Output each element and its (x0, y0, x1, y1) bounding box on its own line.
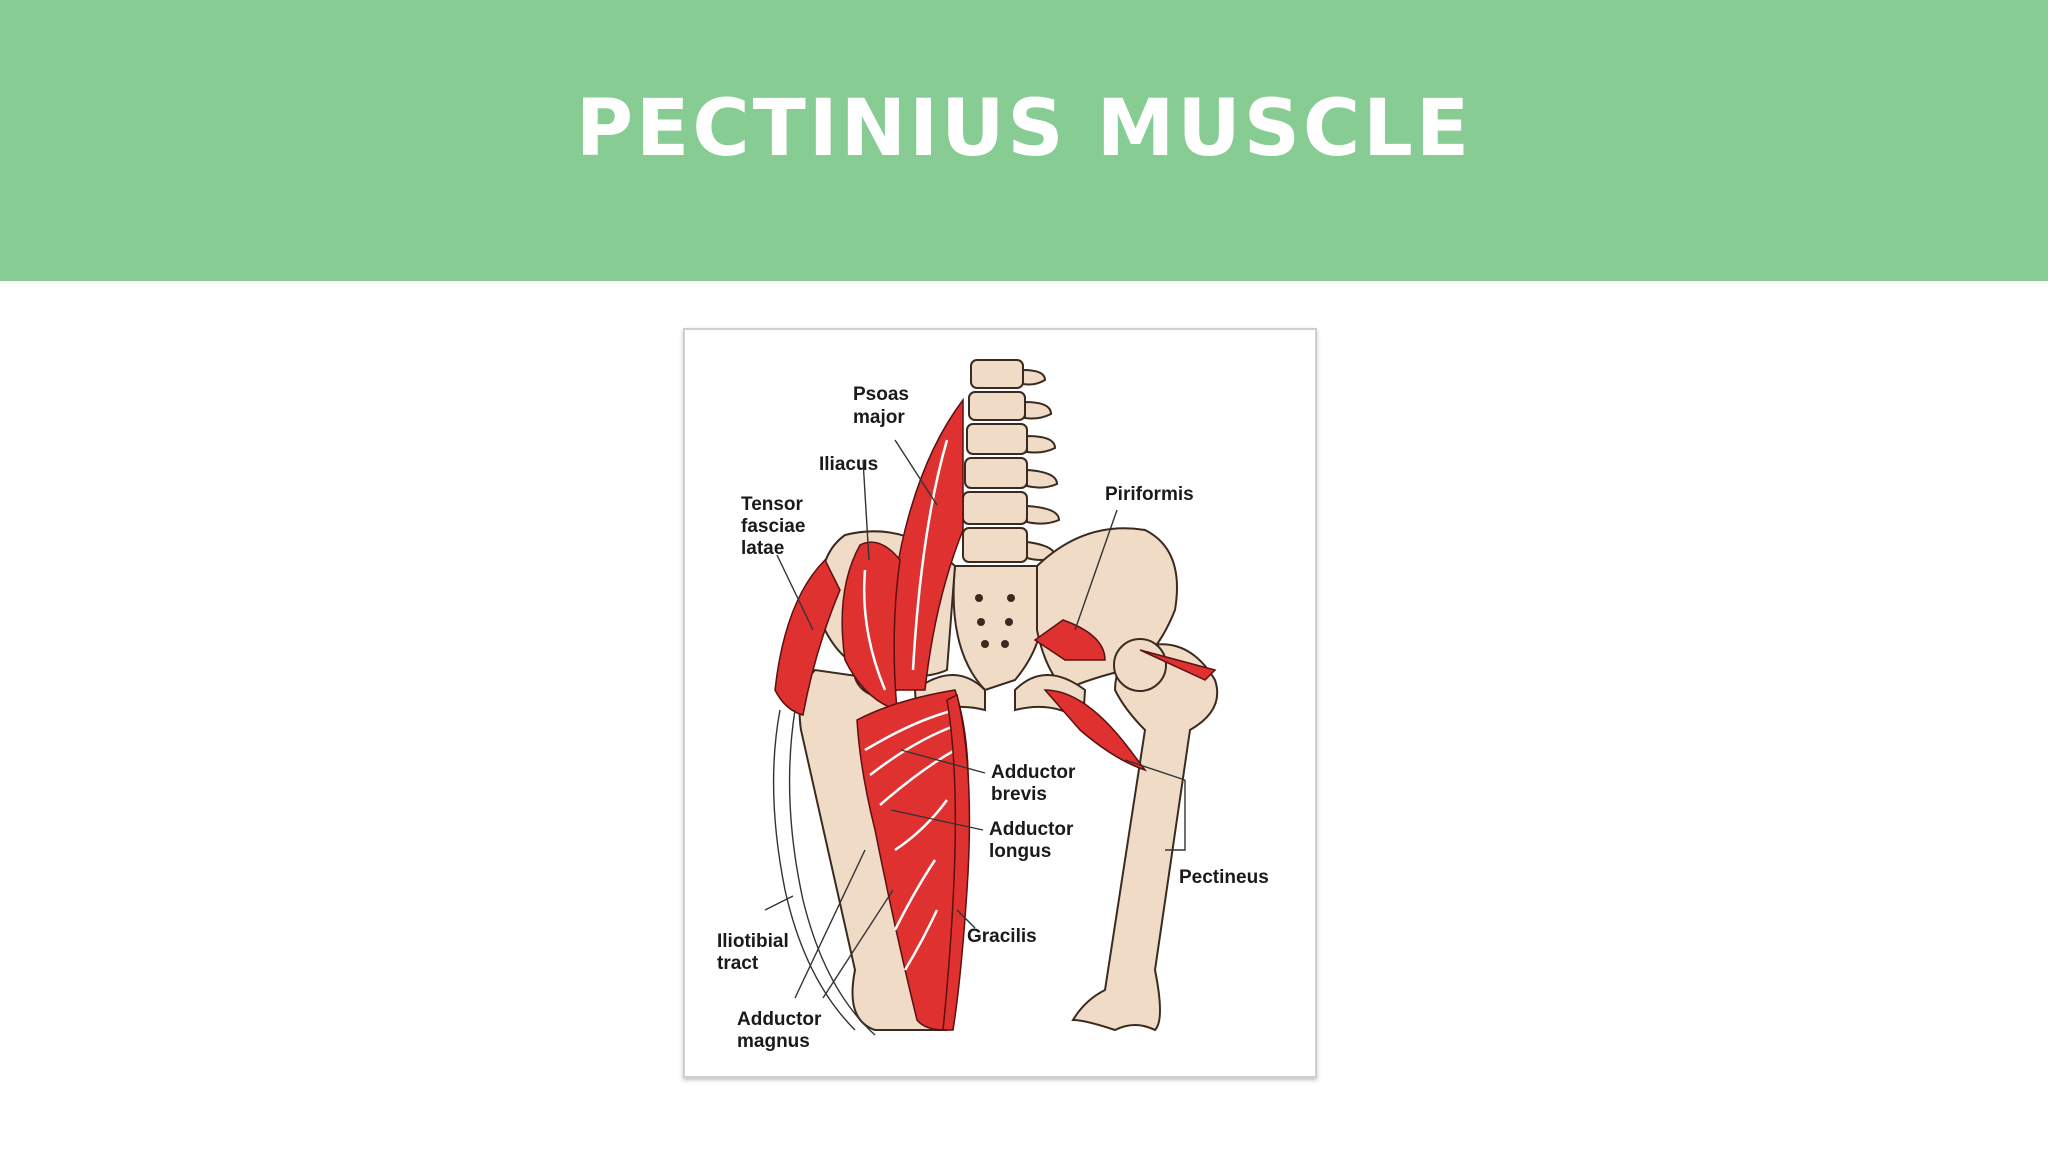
label-adductor-magnus-2: magnus (737, 1031, 810, 1052)
hip-muscles-diagram: Psoas major Iliacus Tensor fasciae latae… (717, 359, 1269, 1052)
label-iliacus: Iliacus (819, 454, 878, 475)
anatomy-figure: Psoas major Iliacus Tensor fasciae latae… (683, 328, 1317, 1078)
lumbar-spine (962, 359, 1061, 563)
label-tensor-3: latae (741, 538, 784, 559)
right-femur (1071, 638, 1219, 1032)
header-banner (0, 0, 2048, 281)
muscles (774, 397, 1217, 1031)
label-gracilis: Gracilis (967, 926, 1037, 947)
label-tensor-1: Tensor (741, 494, 804, 515)
label-iliotibial-2: tract (717, 953, 759, 974)
label-adductor-brevis-2: brevis (991, 784, 1047, 805)
label-pectineus: Pectineus (1179, 867, 1269, 888)
label-adductor-brevis-1: Adductor (991, 762, 1076, 783)
label-psoas-major-2: major (853, 407, 905, 428)
diagram-labels: Psoas major Iliacus Tensor fasciae latae… (717, 384, 1269, 1052)
slide-title: PECTINIUS MUSCLE (575, 84, 1473, 174)
iliotibial-tract-outline-inner (788, 709, 876, 1036)
label-piriformis: Piriformis (1105, 484, 1194, 505)
label-psoas-major-1: Psoas (853, 384, 909, 405)
label-adductor-magnus-1: Adductor (737, 1009, 822, 1030)
label-adductor-longus-2: longus (989, 841, 1051, 862)
label-iliotibial-1: Iliotibial (717, 931, 789, 952)
label-tensor-2: fasciae (741, 516, 805, 537)
leader-lines (764, 439, 1186, 999)
label-adductor-longus-1: Adductor (989, 819, 1074, 840)
